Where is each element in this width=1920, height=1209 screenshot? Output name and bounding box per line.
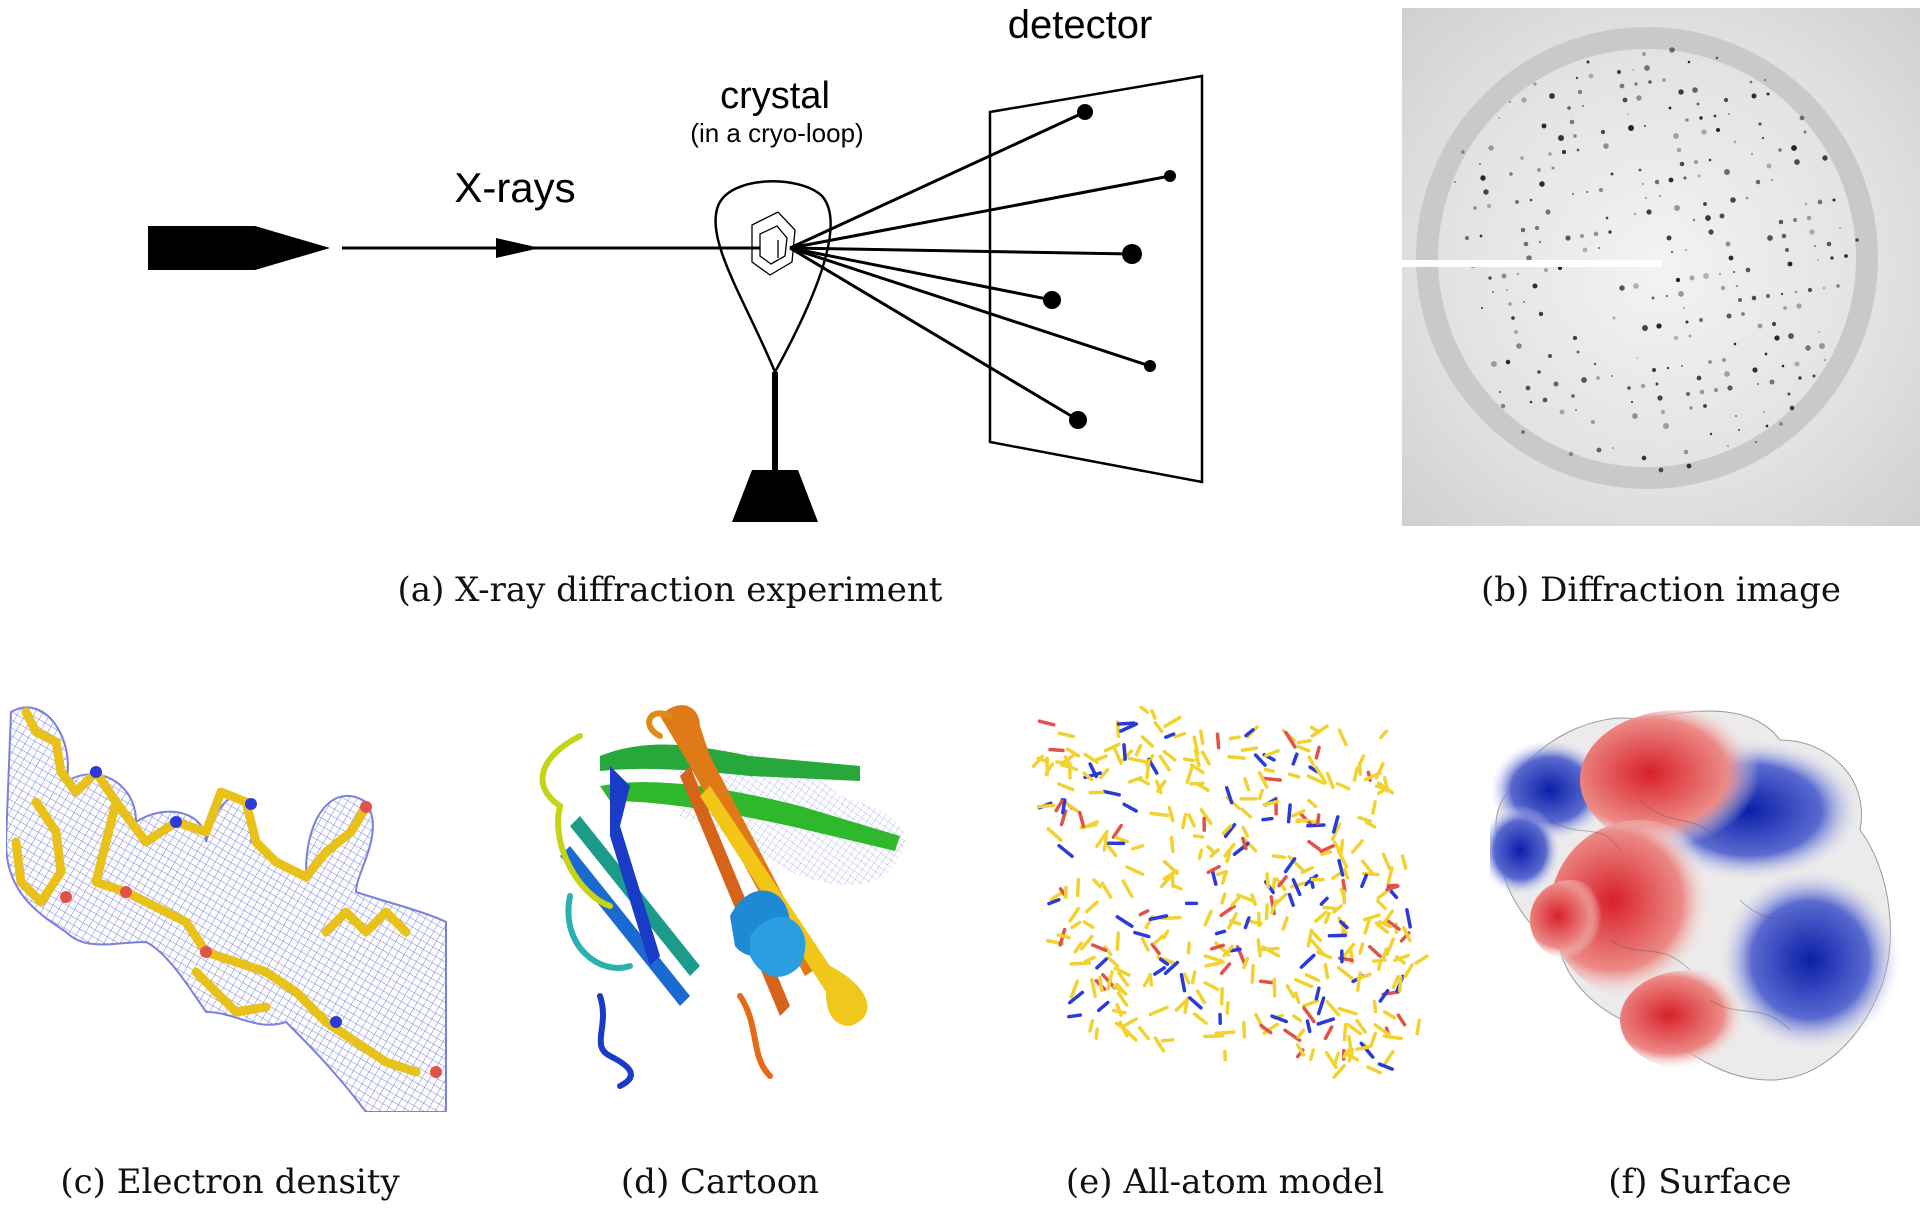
xray-experiment-diagram: X-rays crystal (in a cryo-loop) detector bbox=[148, 3, 1204, 522]
diffraction-image bbox=[1402, 8, 1920, 526]
electrostatic-surface bbox=[1490, 710, 1900, 1081]
cartoon-model bbox=[539, 705, 906, 1089]
diffracted-rays bbox=[789, 110, 1171, 422]
all-atom-model bbox=[1031, 706, 1429, 1079]
beam-arrow-icon bbox=[496, 238, 540, 258]
caption-f: (f) Surface bbox=[1608, 1162, 1792, 1202]
diffraction-spots bbox=[1043, 104, 1176, 429]
electron-density-map bbox=[6, 706, 447, 1112]
xray-source-icon bbox=[148, 226, 330, 270]
crystal-sublabel: (in a cryo-loop) bbox=[690, 118, 863, 148]
goniometer-base-icon bbox=[732, 470, 818, 522]
detector-plate bbox=[988, 74, 1204, 484]
heteroatoms bbox=[60, 766, 442, 1078]
caption-e: (e) All-atom model bbox=[1065, 1162, 1385, 1202]
beam-stop bbox=[1402, 260, 1662, 267]
caption-c: (c) Electron density bbox=[60, 1162, 400, 1202]
caption-b: (b) Diffraction image bbox=[1481, 570, 1841, 610]
xrays-label: X-rays bbox=[454, 164, 575, 211]
caption-d: (d) Cartoon bbox=[620, 1162, 820, 1202]
crystal-label: crystal bbox=[720, 75, 830, 117]
caption-a: (a) X-ray diffraction experiment bbox=[397, 570, 943, 610]
diffraction-spot-pattern bbox=[1453, 47, 1859, 473]
cryo-loop bbox=[714, 180, 832, 375]
atom-sticks bbox=[1031, 706, 1429, 1079]
crystal-icon bbox=[751, 211, 796, 276]
detector-label: detector bbox=[1008, 3, 1153, 47]
